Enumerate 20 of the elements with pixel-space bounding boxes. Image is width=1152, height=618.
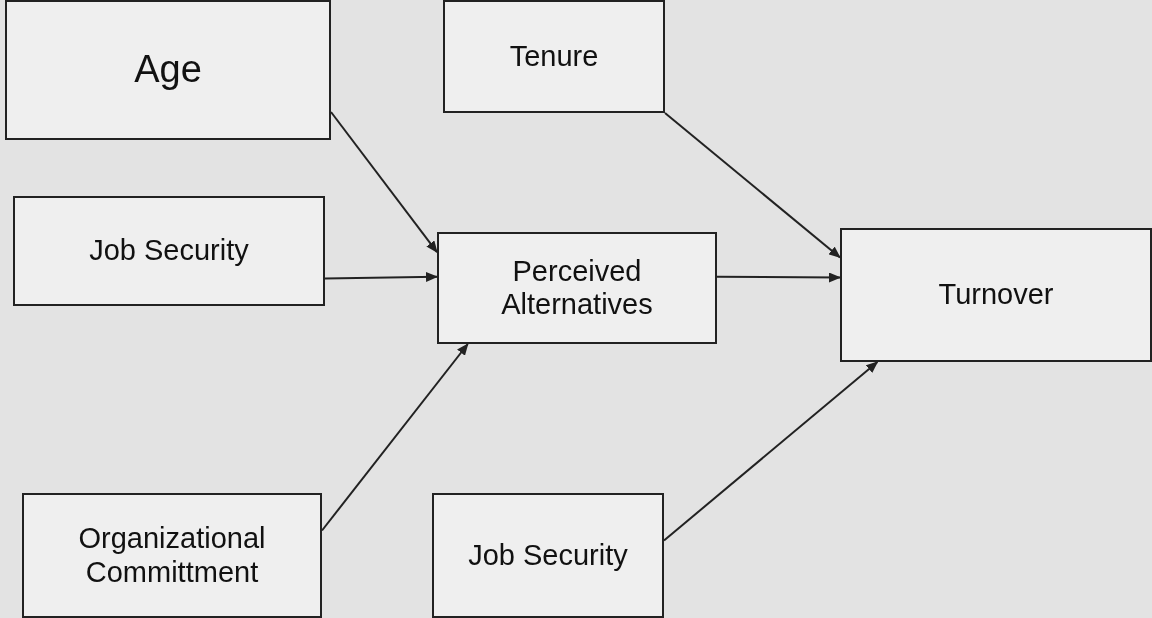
arrow [664,112,841,259]
variable-box [443,0,665,113]
arrow [321,343,469,532]
variable-box [437,232,717,344]
arrow [663,361,879,542]
variable-box [432,493,664,618]
variable-label: Turnover [938,278,1054,312]
variable-box [13,196,325,306]
variable-label: Organizational Committment [77,522,267,589]
arrow [324,271,438,282]
variable-label: Tenure [509,39,599,74]
variable-box [22,493,322,618]
variable-label: Job Security [468,538,628,573]
variable-label: Age [134,48,202,92]
variable-box [840,228,1152,362]
variable-label: Job Security [89,234,249,268]
variable-box [5,0,331,140]
variable-label: Perceived Alternatives [500,254,654,322]
arrow [716,272,841,283]
arrow [330,111,438,254]
